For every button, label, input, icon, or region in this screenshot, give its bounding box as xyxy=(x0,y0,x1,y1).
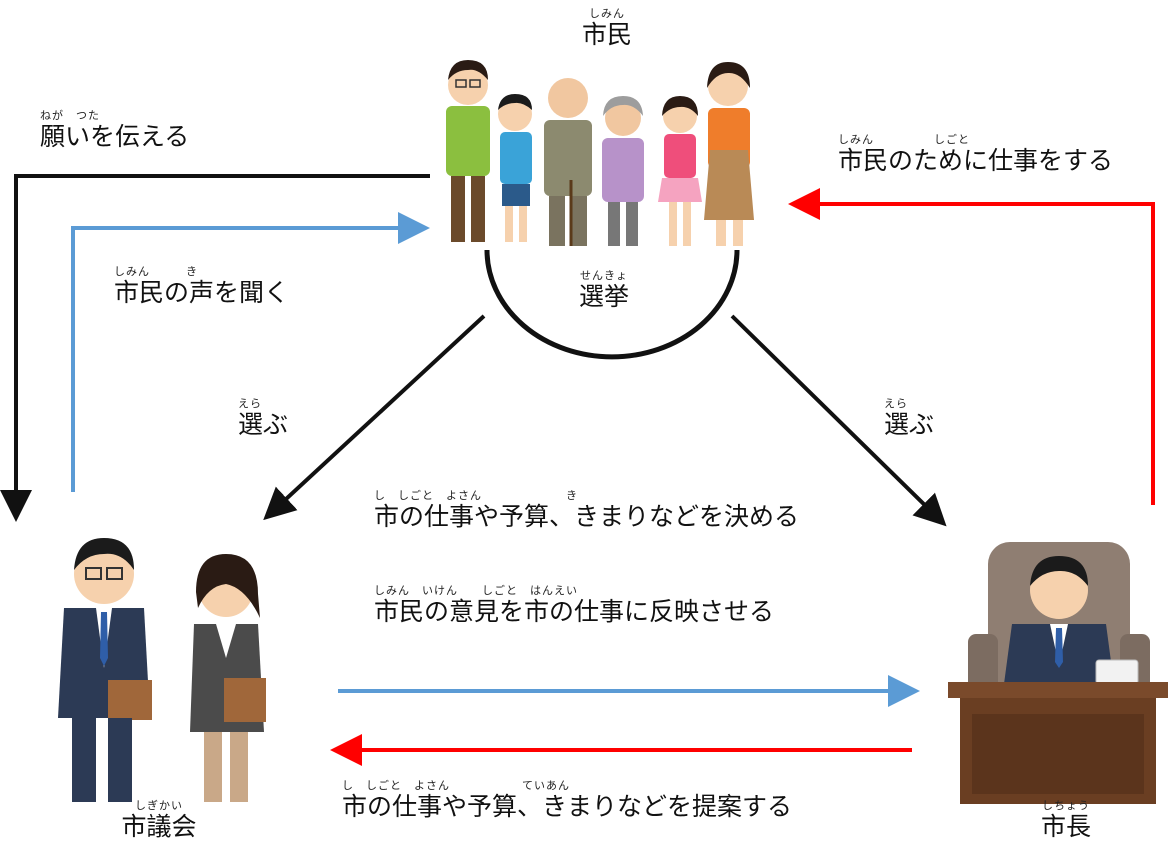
election-label: せんきょ 選挙 xyxy=(573,270,635,312)
citizen-boy xyxy=(498,94,532,242)
council-member-man xyxy=(58,538,152,802)
work-arrow xyxy=(788,188,1155,505)
convey-wishes-text: 願いを伝える xyxy=(40,122,190,151)
decide-ruby: し しごと よさん き xyxy=(374,489,578,502)
reflect-label: しみん いけん しごと はんえい 市民の意見を市の仕事に反映させる xyxy=(374,585,774,627)
choose-right-arrow xyxy=(730,314,947,527)
wish-arrow xyxy=(0,174,430,522)
city-council-members-illustration xyxy=(58,538,266,802)
choose-right-ruby: えら xyxy=(884,397,908,410)
propose-label: し しごと よさん ていあん 市の仕事や予算、きまりなどを提案する xyxy=(342,780,792,822)
council-ruby: しぎかい xyxy=(135,799,183,812)
citizens-text: 市民 xyxy=(581,20,632,49)
citizens-label: しみん 市民 xyxy=(578,8,636,50)
election-ruby: せんきょ xyxy=(580,269,628,282)
citizen-grandfather xyxy=(544,78,592,246)
citizen-mother xyxy=(704,62,754,246)
choose-right-label: えら 選ぶ xyxy=(884,398,934,440)
choose-left-arrow xyxy=(263,314,486,521)
council-text: 市議会 xyxy=(121,812,197,841)
citizens-family-illustration xyxy=(446,60,754,246)
work-for-citizens-ruby: しみん しごと xyxy=(838,133,970,146)
reflect-ruby: しみん いけん しごと はんえい xyxy=(374,584,578,597)
mayor-at-desk-illustration xyxy=(948,542,1168,804)
mayor-label: しちょう 市長 xyxy=(1034,800,1098,842)
citizen-grandmother xyxy=(602,96,644,246)
work-for-citizens-label: しみん しごと 市民のために仕事をする xyxy=(838,134,1113,176)
propose-ruby: し しごと よさん ていあん xyxy=(342,779,570,792)
listen-arrow xyxy=(71,212,430,492)
citizen-girl xyxy=(658,96,702,246)
choose-left-ruby: えら xyxy=(238,397,262,410)
listen-voices-label: しみん き 市民の声を聞く xyxy=(114,266,289,308)
decide-text: 市の仕事や予算、きまりなどを決める xyxy=(374,502,800,531)
work-for-citizens-text: 市民のために仕事をする xyxy=(838,146,1114,175)
citizens-ruby: しみん xyxy=(589,7,625,20)
council-label: しぎかい 市議会 xyxy=(116,800,202,842)
election-loop xyxy=(484,249,740,360)
convey-wishes-label: ねが つた 願いを伝える xyxy=(40,110,189,152)
listen-voices-ruby: しみん き xyxy=(114,265,198,278)
mayor-text: 市長 xyxy=(1040,812,1091,841)
choose-right-text: 選ぶ xyxy=(884,410,935,439)
propose-text: 市の仕事や予算、きまりなどを提案する xyxy=(342,792,793,821)
reflect-text: 市民の意見を市の仕事に反映させる xyxy=(374,597,775,626)
decide-label: し しごと よさん き 市の仕事や予算、きまりなどを決める xyxy=(374,490,799,532)
mayor-ruby: しちょう xyxy=(1042,799,1090,812)
choose-left-text: 選ぶ xyxy=(238,410,289,439)
council-member-woman xyxy=(190,554,266,802)
convey-wishes-ruby: ねが つた xyxy=(40,109,100,122)
choose-left-label: えら 選ぶ xyxy=(238,398,288,440)
listen-voices-text: 市民の声を聞く xyxy=(114,278,290,307)
citizen-father xyxy=(446,60,490,242)
election-text: 選挙 xyxy=(578,282,629,311)
